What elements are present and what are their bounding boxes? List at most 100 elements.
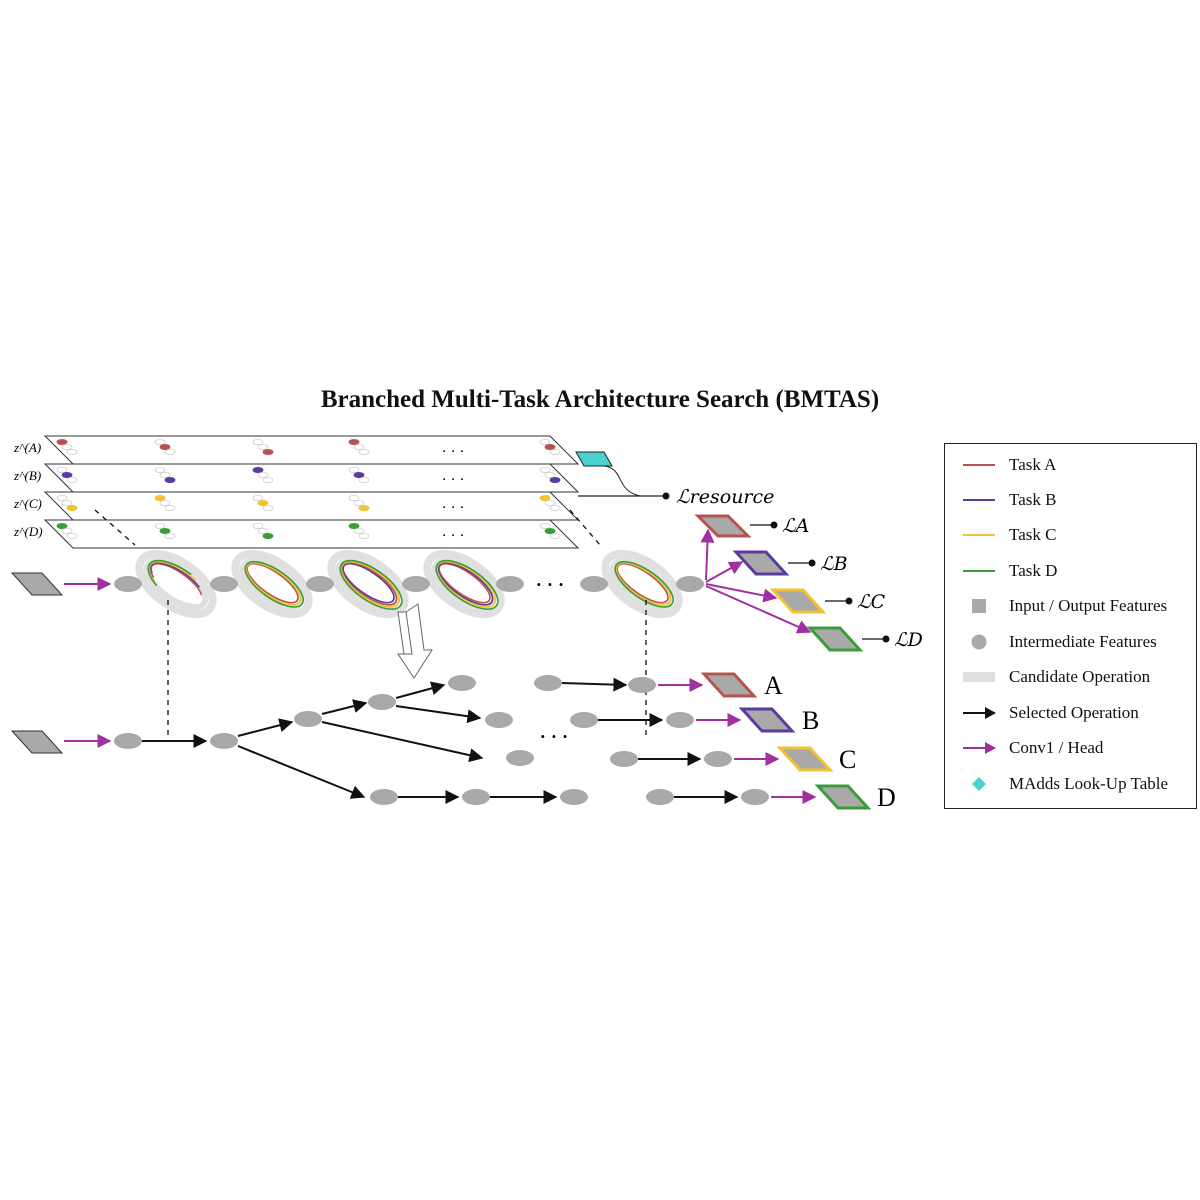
input-feature-top xyxy=(10,572,64,596)
plane-op-dot xyxy=(262,448,274,455)
task-path xyxy=(245,561,302,606)
plane-op-dot xyxy=(56,466,68,473)
plane-op-dot xyxy=(539,523,551,530)
feature-top-5 xyxy=(496,576,524,592)
plane-op-dot xyxy=(262,533,274,540)
selected-op-arrow xyxy=(321,721,484,763)
plane-op-dot xyxy=(164,476,176,483)
plane-op-dot xyxy=(154,523,166,530)
selected-op-arrow xyxy=(321,699,368,715)
plane-label-d: z^(D) xyxy=(13,524,43,539)
legend-item-conv1-head: Conv1 / Head xyxy=(945,733,1196,763)
plane-op-dot xyxy=(358,504,370,511)
plane-op-dot xyxy=(353,471,365,478)
plane-op-dot xyxy=(544,443,556,450)
madds-lookup-table xyxy=(575,451,641,497)
task-path xyxy=(149,561,206,606)
plane-op-dot xyxy=(154,466,166,473)
output-top-b xyxy=(732,550,790,576)
plane-op-dot xyxy=(348,438,360,445)
loss-d: ℒD xyxy=(894,629,923,651)
plane-op-dot xyxy=(56,523,68,530)
plane-op-dot xyxy=(56,438,68,445)
plane-op-dot xyxy=(66,533,78,540)
selected-op-arrow xyxy=(395,681,446,699)
plane-d xyxy=(43,519,580,549)
purple-arrow-icon xyxy=(963,742,996,754)
plane-op-dot xyxy=(358,448,370,455)
projection-line-right xyxy=(569,509,601,546)
candidate-ring xyxy=(601,549,683,619)
feature-bottom-5 xyxy=(448,675,476,691)
legend-label: Conv1 / Head xyxy=(1009,738,1104,757)
output-top-a xyxy=(694,514,752,538)
light-gray-bar-icon xyxy=(963,672,995,682)
plane-op-dots xyxy=(56,438,561,540)
plane-ellipsis-b: · · · xyxy=(442,472,464,488)
plane-a xyxy=(43,435,580,465)
feature-bottom-15 xyxy=(610,751,638,767)
output-label-a: A xyxy=(764,671,783,700)
plane-op-dot xyxy=(348,466,360,473)
feature-bottom-18 xyxy=(741,789,769,805)
plane-op-dot xyxy=(549,448,561,455)
candidate-ring xyxy=(135,549,217,619)
plane-op-dot xyxy=(353,528,365,535)
plane-op-dot xyxy=(353,499,365,506)
candidate-operations xyxy=(135,549,683,619)
plane-op-dot xyxy=(549,476,561,483)
legend-item-task-c: Task C xyxy=(945,520,1196,550)
task-path xyxy=(340,560,400,608)
plane-op-dot xyxy=(549,533,561,540)
plane-op-dot xyxy=(159,499,171,506)
head-arrow-a xyxy=(700,528,715,581)
plane-op-dot xyxy=(66,476,78,483)
plane-op-dot xyxy=(353,443,365,450)
loss-c-dot xyxy=(845,597,853,605)
selected-op-arrow xyxy=(237,718,294,737)
candidate-ring xyxy=(231,549,313,619)
feature-bottom-1 xyxy=(114,733,142,749)
plane-op-dot xyxy=(348,494,360,501)
task-path xyxy=(616,562,669,604)
branched-architecture: · · · A B C D xyxy=(10,671,896,812)
legend-item-task-d: Task D xyxy=(945,556,1196,586)
feature-bottom-16 xyxy=(704,751,732,767)
legend-label: Task D xyxy=(1009,561,1058,580)
plane-op-dot xyxy=(252,494,264,501)
plane-ellipsis-d: · · · xyxy=(442,528,464,544)
legend-label: MAdds Look-Up Table xyxy=(1009,774,1169,793)
task-path xyxy=(341,561,398,606)
legend-label: Selected Operation xyxy=(1009,703,1139,722)
plane-op-dot xyxy=(164,533,176,540)
legend-item-candidate-operation: Candidate Operation xyxy=(945,662,1196,692)
sampling-arrow xyxy=(397,603,433,679)
plane-op-dot xyxy=(257,471,269,478)
legend-item-io-features: Input / Output Features xyxy=(945,591,1196,621)
task-path xyxy=(438,562,491,604)
output-label-d: D xyxy=(877,783,896,812)
plane-op-dot xyxy=(262,476,274,483)
plane-op-dot xyxy=(252,466,264,473)
loss-d-dot xyxy=(882,635,890,643)
plane-op-dot xyxy=(262,504,274,511)
plane-op-dot xyxy=(61,471,73,478)
plane-op-dot xyxy=(252,523,264,530)
plane-op-dot xyxy=(164,448,176,455)
output-bottom-a xyxy=(700,672,758,698)
plane-op-dot xyxy=(544,528,556,535)
feature-top-2 xyxy=(210,576,238,592)
feature-bottom-4 xyxy=(368,694,396,710)
plane-label-a: z^(A) xyxy=(13,440,41,455)
head-arrow-d xyxy=(705,585,812,634)
feature-bottom-2 xyxy=(210,733,238,749)
branch-ellipsis: · · · xyxy=(540,727,568,746)
output-top-d xyxy=(806,626,864,652)
legend-label: Task B xyxy=(1009,490,1057,509)
supergraph-ellipsis: · · · xyxy=(536,575,564,594)
selected-op-arrow xyxy=(237,745,366,799)
plane-op-dot xyxy=(66,448,78,455)
plane-op-dot xyxy=(154,438,166,445)
legend-label: Task C xyxy=(1009,525,1057,544)
plane-op-dot xyxy=(159,471,171,478)
